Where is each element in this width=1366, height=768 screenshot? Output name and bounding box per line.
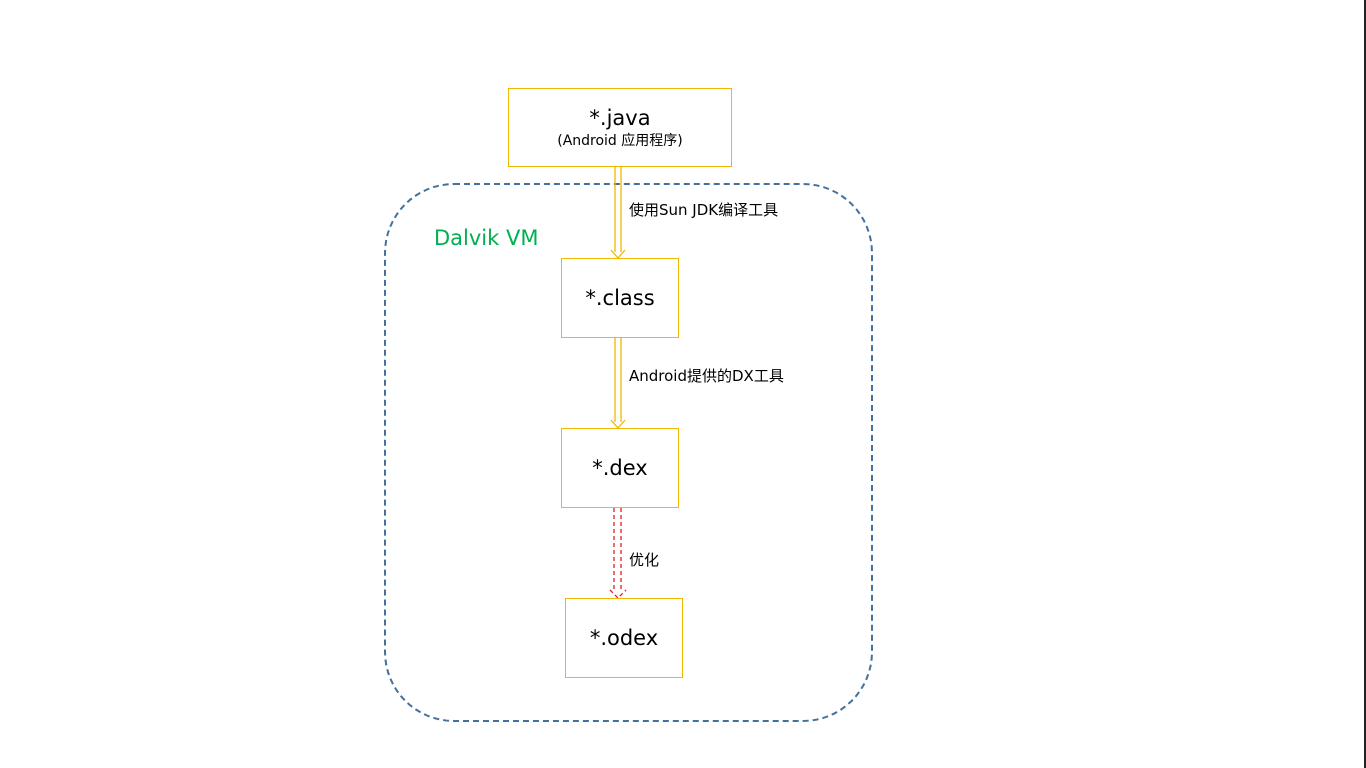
node-dex-title: *.dex xyxy=(592,456,648,480)
node-odex-title: *.odex xyxy=(589,626,659,650)
node-class-title: *.class xyxy=(585,286,655,310)
arrow-dex-to-odex xyxy=(609,508,627,599)
right-edge-line xyxy=(1364,0,1366,768)
arrow-class-to-dex xyxy=(610,338,626,429)
node-java-title: *.java xyxy=(589,105,651,130)
node-java: *.java (Android 应用程序) xyxy=(508,88,732,167)
arrow-java-to-class xyxy=(610,167,626,259)
node-dex: *.dex xyxy=(561,428,679,508)
node-odex: *.odex xyxy=(565,598,683,678)
edge-label-dex-to-odex: 优化 xyxy=(629,551,660,569)
node-java-subtitle: (Android 应用程序) xyxy=(557,132,683,149)
edge-label-class-to-dex: Android提供的DX工具 xyxy=(629,367,784,385)
node-class: *.class xyxy=(561,258,679,338)
dalvik-vm-boundary xyxy=(384,183,873,722)
edge-label-java-to-class: 使用Sun JDK编译工具 xyxy=(629,201,779,219)
dalvik-vm-label: Dalvik VM xyxy=(434,226,539,250)
